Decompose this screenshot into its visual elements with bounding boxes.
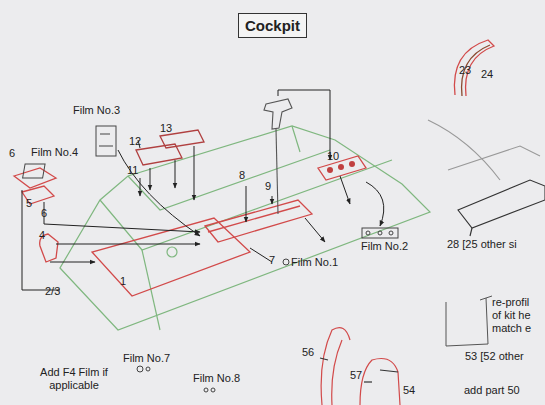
part-28 [458, 180, 545, 236]
callout-number: 8 [238, 169, 246, 182]
callout-number: 12 [128, 135, 142, 148]
callout-number: 1 [119, 275, 127, 288]
heading-box: Cockpit [238, 13, 307, 38]
film-label: Film No.2 [360, 240, 409, 253]
callout-number: 10 [326, 150, 340, 163]
canopy-outline [428, 120, 540, 180]
callout-number: 2/3 [44, 285, 61, 298]
film-label: Film No.3 [72, 104, 121, 117]
callout-number: 56 [301, 346, 315, 359]
part-53 [446, 296, 492, 346]
film-label: Film No.8 [192, 372, 241, 385]
control-stick [264, 99, 292, 214]
callout-number: 54 [402, 384, 416, 397]
film-decals [23, 126, 398, 392]
callout-number: 24 [480, 68, 494, 81]
part-note: add part 50 [463, 384, 521, 397]
leader-lines [22, 90, 384, 290]
film-label: Film No.1 [290, 256, 339, 269]
part-note: of kit he [491, 309, 532, 322]
callout-number: 5 [25, 197, 33, 210]
callout-number: 7 [268, 254, 276, 267]
part-note: 28 [25 other si [446, 238, 518, 251]
part-note: 53 [52 other [464, 350, 525, 363]
film-label: Film No.7 [122, 352, 171, 365]
part-note: match e [491, 322, 532, 335]
callout-number: 4 [38, 229, 46, 242]
callout-number: 6 [40, 207, 48, 220]
instrument-dials [327, 161, 355, 173]
callout-number: 9 [264, 180, 272, 193]
callout-number: 23 [458, 64, 472, 77]
callout-number: 57 [349, 369, 363, 382]
film-note: Add F4 Film if applicable [30, 366, 118, 391]
callout-number: 6 [8, 147, 16, 160]
parts-56-57 [320, 328, 400, 405]
callout-number: 11 [126, 164, 139, 177]
part-outlines [14, 40, 494, 296]
part-note: re-profil [491, 296, 530, 309]
callout-number: 13 [159, 122, 173, 135]
film-label: Film No.4 [30, 146, 79, 159]
